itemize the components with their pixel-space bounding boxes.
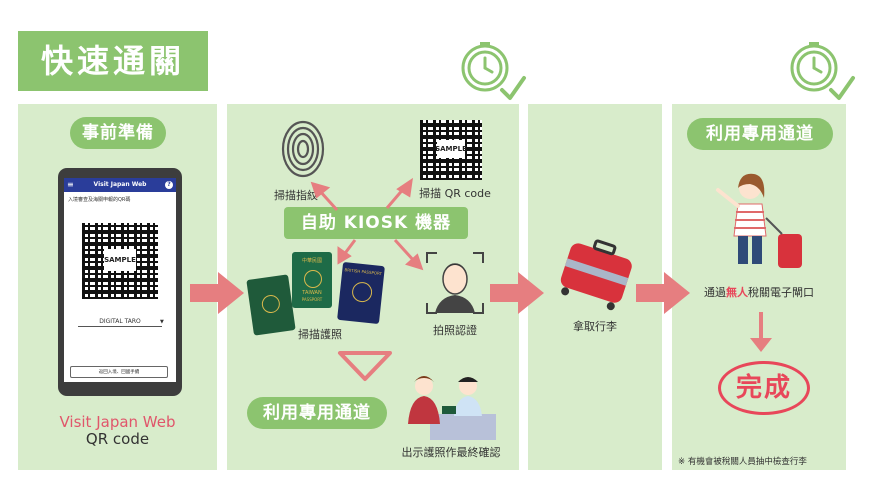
passport-british: BRITISH PASSPORT bbox=[337, 261, 385, 325]
gate-text-highlight: 無人 bbox=[726, 286, 748, 299]
down-arrow-pink-icon bbox=[750, 312, 772, 352]
passport-taiwan-header: 中華民國 bbox=[301, 258, 322, 264]
phone-screen: Visit Japan Web ≡ ? 入境審查及海關申報的QR碼 SAMPLE… bbox=[64, 178, 176, 382]
help-icon[interactable]: ? bbox=[165, 181, 173, 189]
face-photo-icon bbox=[426, 252, 484, 314]
qr-sample-label: SAMPLE bbox=[104, 249, 136, 271]
phone-subtitle: 入境審查及海關申報的QR碼 bbox=[68, 197, 131, 203]
caption-qr-code: QR code bbox=[85, 430, 150, 448]
lane-heading-kiosk: 利用專用通道 bbox=[247, 397, 387, 429]
passport-emblem-icon bbox=[304, 270, 322, 288]
final-confirm-label: 出示護照作最終確認 bbox=[401, 446, 501, 459]
preparation-heading: 事前準備 bbox=[70, 117, 166, 149]
baggage-label: 拿取行李 bbox=[573, 320, 617, 333]
name-underline bbox=[78, 326, 162, 327]
phone-app-bar: Visit Japan Web bbox=[64, 178, 176, 192]
passport-taiwan: 中華民國 TAIWAN PASSPORT bbox=[292, 252, 332, 308]
down-arrow-icon bbox=[338, 351, 392, 381]
passport-taiwan-name: TAIWAN bbox=[302, 290, 322, 296]
passport-british-header: BRITISH PASSPORT bbox=[344, 267, 383, 277]
gate-text-pre: 通過 bbox=[704, 286, 726, 299]
traveler-illustration bbox=[716, 173, 802, 268]
dropdown-caret-icon[interactable]: ▼ bbox=[160, 319, 164, 325]
page-title: 快速通關 bbox=[18, 31, 208, 91]
passport-scan-label: 掃描護照 bbox=[298, 328, 342, 341]
gate-text: 通過無人稅關電子閘口 bbox=[672, 284, 846, 300]
kiosk-direction-arrows bbox=[310, 177, 424, 271]
suitcase-icon bbox=[560, 239, 632, 311]
fingerprint-icon bbox=[281, 120, 325, 178]
photo-verify-label: 拍照認證 bbox=[433, 324, 477, 337]
caption-visit-japan-web: Visit Japan Web bbox=[59, 413, 176, 431]
passport-taiwan-word: PASSPORT bbox=[301, 297, 323, 302]
qr-scan-label: 掃描 QR code bbox=[419, 187, 491, 200]
arrow-right-1 bbox=[190, 272, 244, 314]
passport-crest-icon bbox=[351, 281, 374, 304]
menu-icon[interactable]: ≡ bbox=[67, 180, 74, 189]
gate-text-post: 稅關電子閘口 bbox=[748, 286, 814, 299]
inspection-note: ※ 有機會被稅關人員抽中檢查行李 bbox=[678, 457, 807, 467]
clock-check-icon bbox=[461, 42, 526, 100]
arrow-right-3 bbox=[636, 272, 690, 314]
complete-badge: 完成 bbox=[718, 361, 810, 415]
kiosk-qr-image: SAMPLE bbox=[420, 120, 482, 180]
kiosk-qr-sample-label: SAMPLE bbox=[435, 140, 467, 158]
smartphone: Visit Japan Web ≡ ? 入境審查及海關申報的QR碼 SAMPLE… bbox=[58, 168, 182, 396]
clock-check-icon-2 bbox=[790, 42, 855, 100]
passport-emblem-icon bbox=[260, 293, 282, 315]
passport-1 bbox=[246, 274, 296, 336]
customs-lane-heading: 利用專用通道 bbox=[687, 118, 833, 150]
officer-check-illustration bbox=[408, 376, 496, 440]
kiosk-heading: 自助 KIOSK 機器 bbox=[284, 207, 468, 239]
arrow-right-2 bbox=[490, 272, 544, 314]
phone-return-button[interactable]: 返回入境、回國手續 bbox=[70, 366, 168, 378]
qr-code-image: SAMPLE bbox=[82, 223, 158, 299]
phone-name: DIGITAL TARO bbox=[99, 318, 141, 325]
fingerprint-label: 掃描指紋 bbox=[274, 189, 318, 202]
